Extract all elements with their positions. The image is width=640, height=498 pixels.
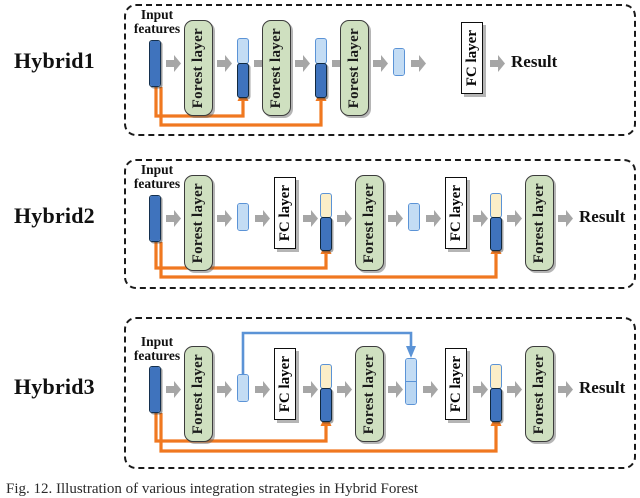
flow-arrow-icon xyxy=(490,55,505,72)
fc-layer-block[interactable]: FC layer xyxy=(274,348,296,420)
input-features-label-hybrid3: Input features xyxy=(133,334,181,363)
flow-arrow-icon xyxy=(388,381,403,398)
forest-layer-block[interactable]: Forest layer xyxy=(184,20,213,116)
composite-feature-bar[interactable] xyxy=(315,38,327,98)
bar-segment-light-blue-2 xyxy=(406,381,416,404)
bar-segment-dark-blue xyxy=(320,217,332,251)
input-features-bar-hybrid2[interactable] xyxy=(149,195,161,242)
bar-segment-blue xyxy=(150,41,160,86)
flow-arrow-icon xyxy=(388,210,403,227)
light-feature-bar[interactable] xyxy=(408,203,420,231)
composite-feature-bar[interactable] xyxy=(490,193,502,251)
forest-layer-block[interactable]: Forest layer xyxy=(525,175,554,271)
bar-segment-light-blue xyxy=(238,204,248,230)
bar-segment-cream xyxy=(490,193,502,218)
bar-segment-dark-blue xyxy=(490,217,502,251)
light-feature-bar[interactable] xyxy=(237,203,249,231)
fc-layer-block[interactable]: FC layer xyxy=(445,177,467,249)
bar-segment-dark-blue xyxy=(315,63,327,98)
composite-feature-bar[interactable] xyxy=(237,38,249,98)
light-feature-bar[interactable] xyxy=(393,48,405,76)
flow-arrow-icon xyxy=(411,55,426,72)
bar-segment-light-blue xyxy=(406,359,416,382)
flow-arrow-icon xyxy=(426,210,441,227)
result-label: Result xyxy=(579,378,626,397)
bar-segment-dark-blue xyxy=(490,388,502,422)
panel-title-hybrid2: Hybrid2 xyxy=(14,203,95,228)
bar-segment-cream xyxy=(320,364,332,389)
bar-segment-light-blue xyxy=(238,375,248,401)
flow-arrow-icon xyxy=(166,381,181,398)
figure-caption: Fig. 12. Illustration of various integra… xyxy=(6,481,419,497)
flow-arrow-icon xyxy=(337,381,352,398)
bar-segment-light-blue xyxy=(409,204,419,230)
input-features-bar-hybrid3[interactable] xyxy=(149,366,161,413)
fc-layer-block[interactable]: FC layer xyxy=(445,348,467,420)
input-features-label-hybrid1: Input features xyxy=(133,7,181,36)
panel-hybrid3: Hybrid3 Input features Forest layer xyxy=(0,313,640,478)
flow-arrow-icon xyxy=(303,381,318,398)
bar-segment-cream xyxy=(320,193,332,218)
diagram-stage-hybrid2: Input features Forest layer FC layer xyxy=(0,155,640,295)
bar-segment-blue xyxy=(150,367,160,412)
flow-arrow-icon xyxy=(255,381,270,398)
forest-layer-block[interactable]: Forest layer xyxy=(184,175,213,271)
panel-hybrid1: Hybrid1 Input features Forest layer xyxy=(0,0,640,150)
flow-arrow-icon xyxy=(507,381,522,398)
forest-layer-block[interactable]: Forest layer xyxy=(355,346,384,442)
flow-arrow-icon xyxy=(303,210,318,227)
forest-layer-block[interactable]: Forest layer xyxy=(525,346,554,442)
bar-segment-dark-blue xyxy=(237,63,249,98)
bar-segment-cream xyxy=(490,364,502,389)
diagram-stage-hybrid1: Input features Forest layer Forest layer xyxy=(0,0,640,150)
flow-arrow-icon xyxy=(166,55,181,72)
bar-segment-light-blue xyxy=(315,38,327,64)
composite-feature-bar[interactable] xyxy=(320,364,332,422)
flow-arrow-icon xyxy=(217,55,232,72)
flow-arrow-icon xyxy=(558,210,573,227)
flow-arrow-icon xyxy=(217,210,232,227)
flow-arrow-icon xyxy=(337,210,352,227)
forest-layer-block[interactable]: Forest layer xyxy=(184,346,213,442)
composite-feature-bar[interactable] xyxy=(320,193,332,251)
forest-layer-block[interactable]: Forest layer xyxy=(262,20,291,116)
panel-title-hybrid1: Hybrid1 xyxy=(14,48,95,73)
result-label: Result xyxy=(511,52,558,71)
flow-arrow-icon xyxy=(255,210,270,227)
bar-segment-light-blue xyxy=(394,49,404,75)
result-label: Result xyxy=(579,207,626,226)
composite-feature-bar[interactable] xyxy=(490,364,502,422)
flow-arrow-icon xyxy=(473,381,488,398)
forest-layer-block[interactable]: Forest layer xyxy=(355,175,384,271)
flow-arrow-icon xyxy=(507,210,522,227)
light-feature-bar[interactable] xyxy=(237,374,249,402)
bar-segment-dark-blue xyxy=(320,388,332,422)
stacked-light-feature-bar[interactable] xyxy=(405,358,417,405)
flow-arrow-icon xyxy=(166,210,181,227)
forest-layer-block[interactable]: Forest layer xyxy=(340,20,369,116)
panel-title-hybrid3: Hybrid3 xyxy=(14,374,95,399)
flow-arrow-icon xyxy=(558,381,573,398)
bar-segment-light-blue xyxy=(237,38,249,64)
flow-arrow-icon xyxy=(473,210,488,227)
flow-arrow-icon xyxy=(423,381,438,398)
panel-hybrid2: Hybrid2 Input features Forest layer xyxy=(0,155,640,295)
input-features-bar-hybrid1[interactable] xyxy=(149,40,161,87)
flow-arrow-icon xyxy=(217,381,232,398)
input-features-label-hybrid2: Input features xyxy=(133,162,181,191)
fc-layer-block[interactable]: FC layer xyxy=(461,22,483,94)
fc-layer-block[interactable]: FC layer xyxy=(274,177,296,249)
diagram-stage-hybrid3: Input features Forest layer FC layer xyxy=(0,313,640,478)
flow-arrow-icon xyxy=(373,55,388,72)
flow-arrow-icon xyxy=(295,55,310,72)
bar-segment-blue xyxy=(150,196,160,241)
